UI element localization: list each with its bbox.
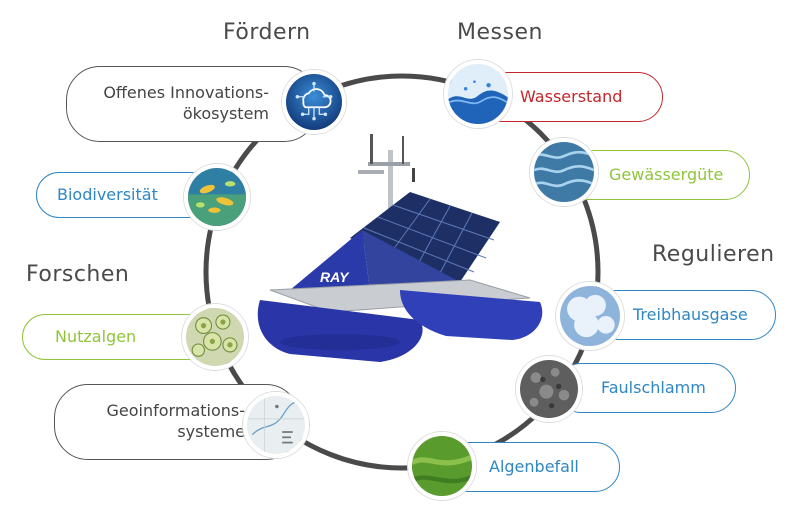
wasserstand-label: Wasserstand [520,86,623,106]
sludge-icon [516,356,582,422]
pill-innovation[interactable]: Offenes Innovations- ökosystem [66,66,318,142]
geo-label-line1: Geoinformations- [106,401,245,421]
gewaesserguete-label: Gewässergüte [609,164,724,184]
gas-clouds-icon [556,282,624,350]
heading-forschen: Forschen [26,262,130,287]
heading-messen: Messen [457,20,543,45]
heading-foerdern: Fördern [223,20,311,45]
map-icon [243,392,309,458]
solar-panel [350,192,500,282]
boat-mast [358,134,415,250]
cloud-network-icon [282,70,346,134]
algae-cells-icon [182,304,248,370]
heading-regulieren: Regulieren [652,242,775,267]
innovation-label-line2: ökosystem [182,104,269,123]
pill-faulschlamm[interactable]: Faulschlamm [556,363,736,413]
treibhausgase-label: Treibhausgase [633,304,748,324]
monitoring-boat: RAY [257,134,543,362]
boat-logo: RAY [320,269,350,285]
geo-label-line2: systeme [177,422,245,441]
algae-bloom-icon [408,432,476,500]
biodiversitaet-label: Biodiversität [57,184,158,204]
algenbefall-label: Algenbefall [489,456,579,476]
water-splash-icon [444,60,512,128]
fish-biodiversity-icon [184,164,250,230]
innovation-label-line1: Offenes Innovations- [103,83,269,103]
boat-hull-right [400,290,543,340]
boat-cabin [290,230,370,290]
faulschlamm-label: Faulschlamm [601,377,706,397]
boat-deck [269,279,531,313]
nutzalgen-label: Nutzalgen [55,326,137,346]
water-surface-icon [530,138,598,206]
